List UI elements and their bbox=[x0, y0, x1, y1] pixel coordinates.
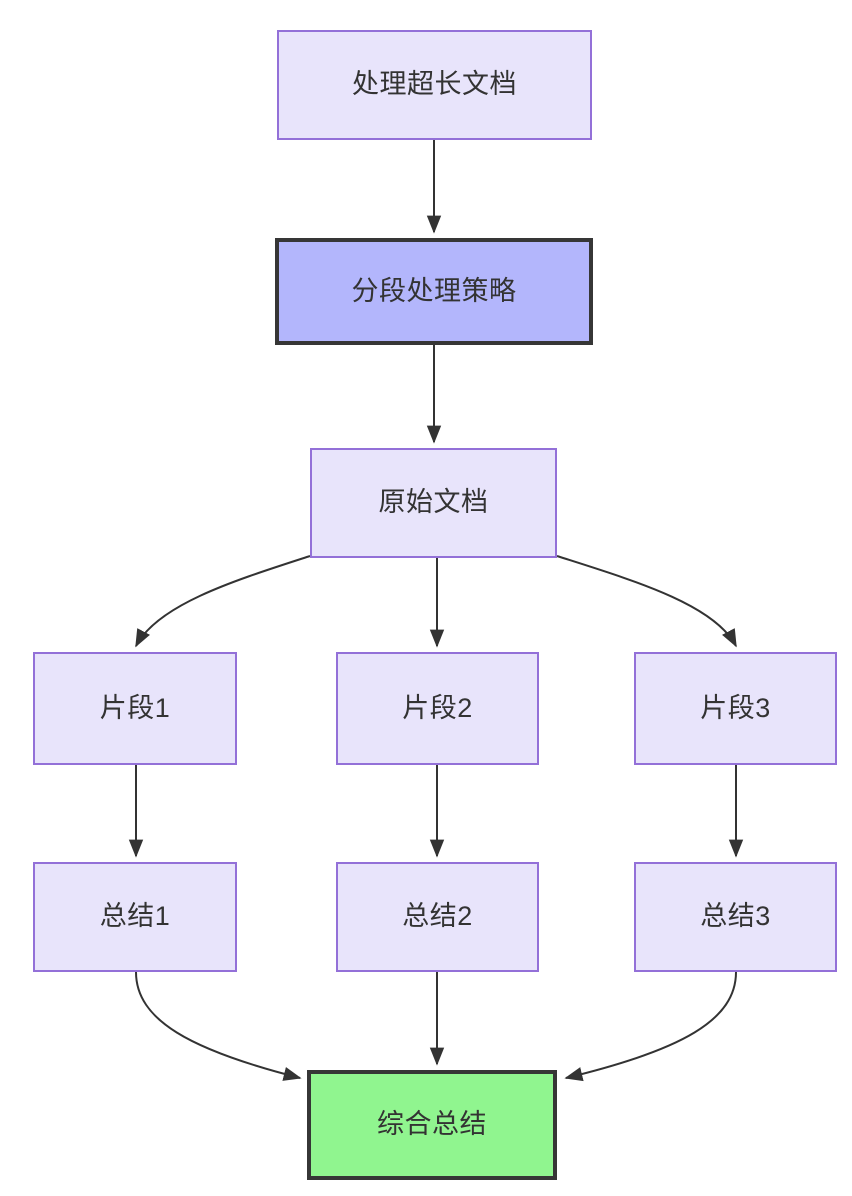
node-label: 片段1 bbox=[99, 692, 171, 723]
edge-n3-n4 bbox=[135, 555, 311, 648]
node-fragment-1[interactable]: 片段1 bbox=[33, 652, 237, 765]
node-summary-3[interactable]: 总结3 bbox=[634, 862, 837, 972]
node-label: 总结2 bbox=[402, 901, 473, 932]
node-original-document[interactable]: 原始文档 bbox=[310, 448, 557, 558]
edge-n7-n10 bbox=[135, 971, 302, 1081]
node-label: 片段3 bbox=[700, 692, 771, 723]
node-process-long-document[interactable]: 处理超长文档 bbox=[277, 30, 592, 140]
node-summary-1[interactable]: 总结1 bbox=[33, 862, 237, 972]
node-comprehensive-summary[interactable]: 综合总结 bbox=[307, 1070, 557, 1180]
node-fragment-2[interactable]: 片段2 bbox=[336, 652, 539, 765]
node-summary-2[interactable]: 总结2 bbox=[336, 862, 539, 972]
node-chunking-strategy[interactable]: 分段处理策略 bbox=[275, 238, 593, 345]
edge-n3-n6 bbox=[556, 555, 737, 648]
node-label: 片段2 bbox=[402, 692, 473, 723]
node-label: 原始文档 bbox=[378, 487, 489, 518]
node-label: 综合总结 bbox=[377, 1109, 487, 1140]
node-label: 分段处理策略 bbox=[351, 275, 517, 306]
node-label: 总结3 bbox=[700, 901, 771, 932]
node-label: 总结1 bbox=[99, 901, 171, 932]
edge-n9-n10 bbox=[564, 971, 737, 1082]
node-label: 处理超长文档 bbox=[352, 69, 517, 100]
node-fragment-3[interactable]: 片段3 bbox=[634, 652, 837, 765]
